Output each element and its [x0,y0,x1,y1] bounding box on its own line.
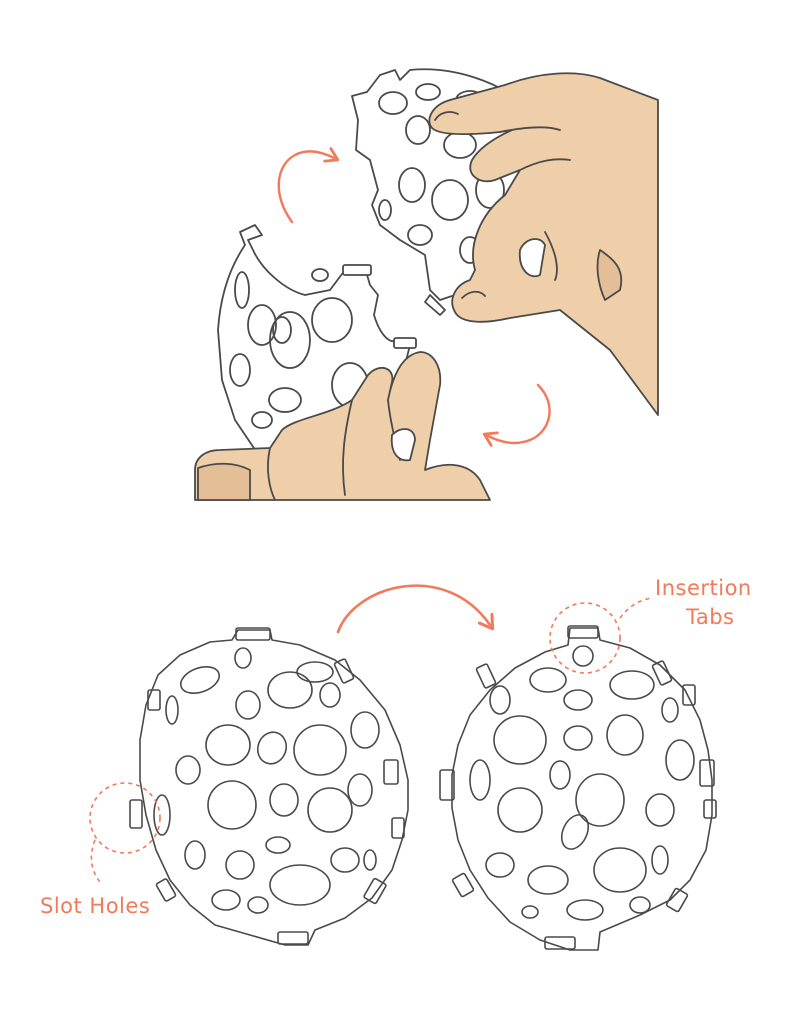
slot-holes-callout: Slot Holes [40,782,161,918]
insertion-tabs-label-line2: Tabs [685,605,735,629]
insertion-tabs-label-line1: Insertion [655,576,752,600]
left-hand [194,351,491,501]
flip-arrow-icon [336,584,495,634]
slot-holes-label: Slot Holes [40,894,150,918]
right-shell-piece [439,625,717,951]
rotate-arrow-bottom-icon [482,383,551,447]
insertion-tabs-callout: Insertion Tabs [549,576,752,674]
left-shell-piece [129,627,409,946]
rotate-arrow-top-icon [277,147,340,224]
right-hand [428,72,659,416]
hands-assembling-illustration [194,68,659,501]
